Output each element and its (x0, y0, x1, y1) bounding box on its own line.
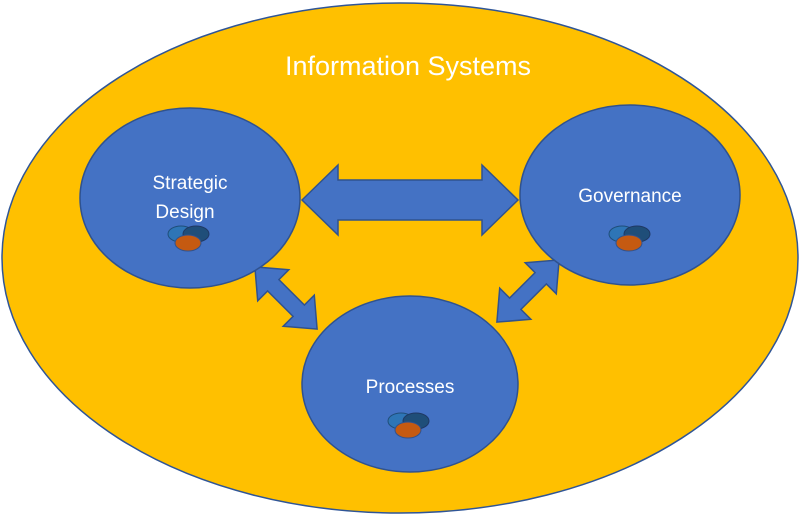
double-arrow-strategic-governance (300, 163, 520, 237)
venn-icon (608, 225, 651, 252)
node-processes: Processes (301, 295, 519, 473)
venn-icon (167, 225, 210, 252)
node-strategic-design-label-line1: Strategic (153, 173, 228, 194)
double-arrow-strategic-processes (254, 266, 318, 330)
diagram-title: Information Systems (285, 51, 531, 81)
double-arrow-governance-processes (496, 259, 560, 323)
node-strategic-design: Strategic Design (79, 107, 301, 289)
node-governance: Governance (519, 104, 741, 286)
venn-icon (387, 412, 430, 439)
node-processes-label: Processes (366, 377, 455, 398)
node-governance-label: Governance (578, 186, 682, 207)
node-strategic-design-label-line2: Design (155, 202, 214, 223)
